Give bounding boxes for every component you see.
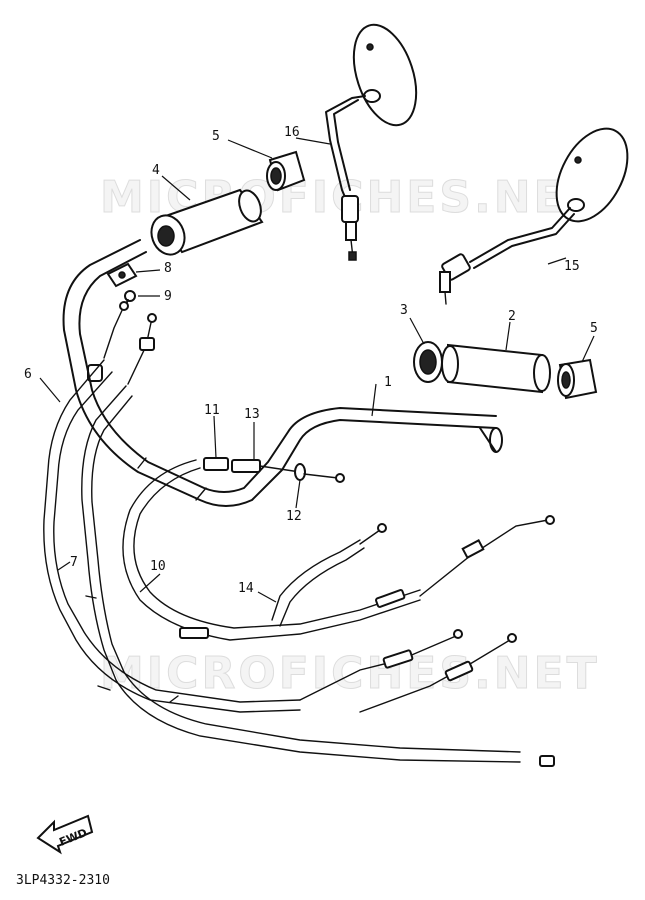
mirror-right (439, 127, 629, 305)
leader-lines (39, 137, 595, 603)
callout-12: 12 (286, 509, 302, 524)
callout-5-upper: 5 (212, 129, 220, 144)
callouts: 1 2 3 4 5 5 6 7 8 9 10 11 12 13 14 15 16 (24, 125, 598, 596)
callout-4: 4 (152, 163, 160, 178)
grip-left (150, 150, 306, 256)
mirror-left (325, 23, 418, 261)
cable-ends-lower (299, 629, 555, 767)
fwd-arrow-icon: FWD (36, 814, 94, 855)
callout-9: 9 (164, 289, 172, 304)
callout-2: 2 (508, 309, 516, 324)
part-code: 3LP4332-2310 (16, 873, 110, 888)
watermark-bottom: MICROFICHES.NET (100, 648, 600, 699)
callout-14: 14 (238, 581, 254, 596)
callout-11: 11 (204, 403, 220, 418)
cable-ends-left (87, 301, 157, 385)
cable-throttle (122, 459, 555, 641)
callout-13: 13 (244, 407, 260, 422)
adjuster-assembly (203, 457, 345, 483)
callout-1: 1 (384, 375, 392, 390)
grip-right (413, 341, 598, 400)
callout-3: 3 (400, 303, 408, 318)
callout-6: 6 (24, 367, 32, 382)
cable-clutch (43, 359, 521, 763)
callout-15: 15 (564, 259, 580, 274)
callout-16: 16 (284, 125, 300, 140)
handlebar (62, 239, 503, 507)
callout-5-right: 5 (590, 321, 598, 336)
callout-8: 8 (164, 261, 172, 276)
callout-10: 10 (150, 559, 166, 574)
callout-7: 7 (70, 555, 78, 570)
